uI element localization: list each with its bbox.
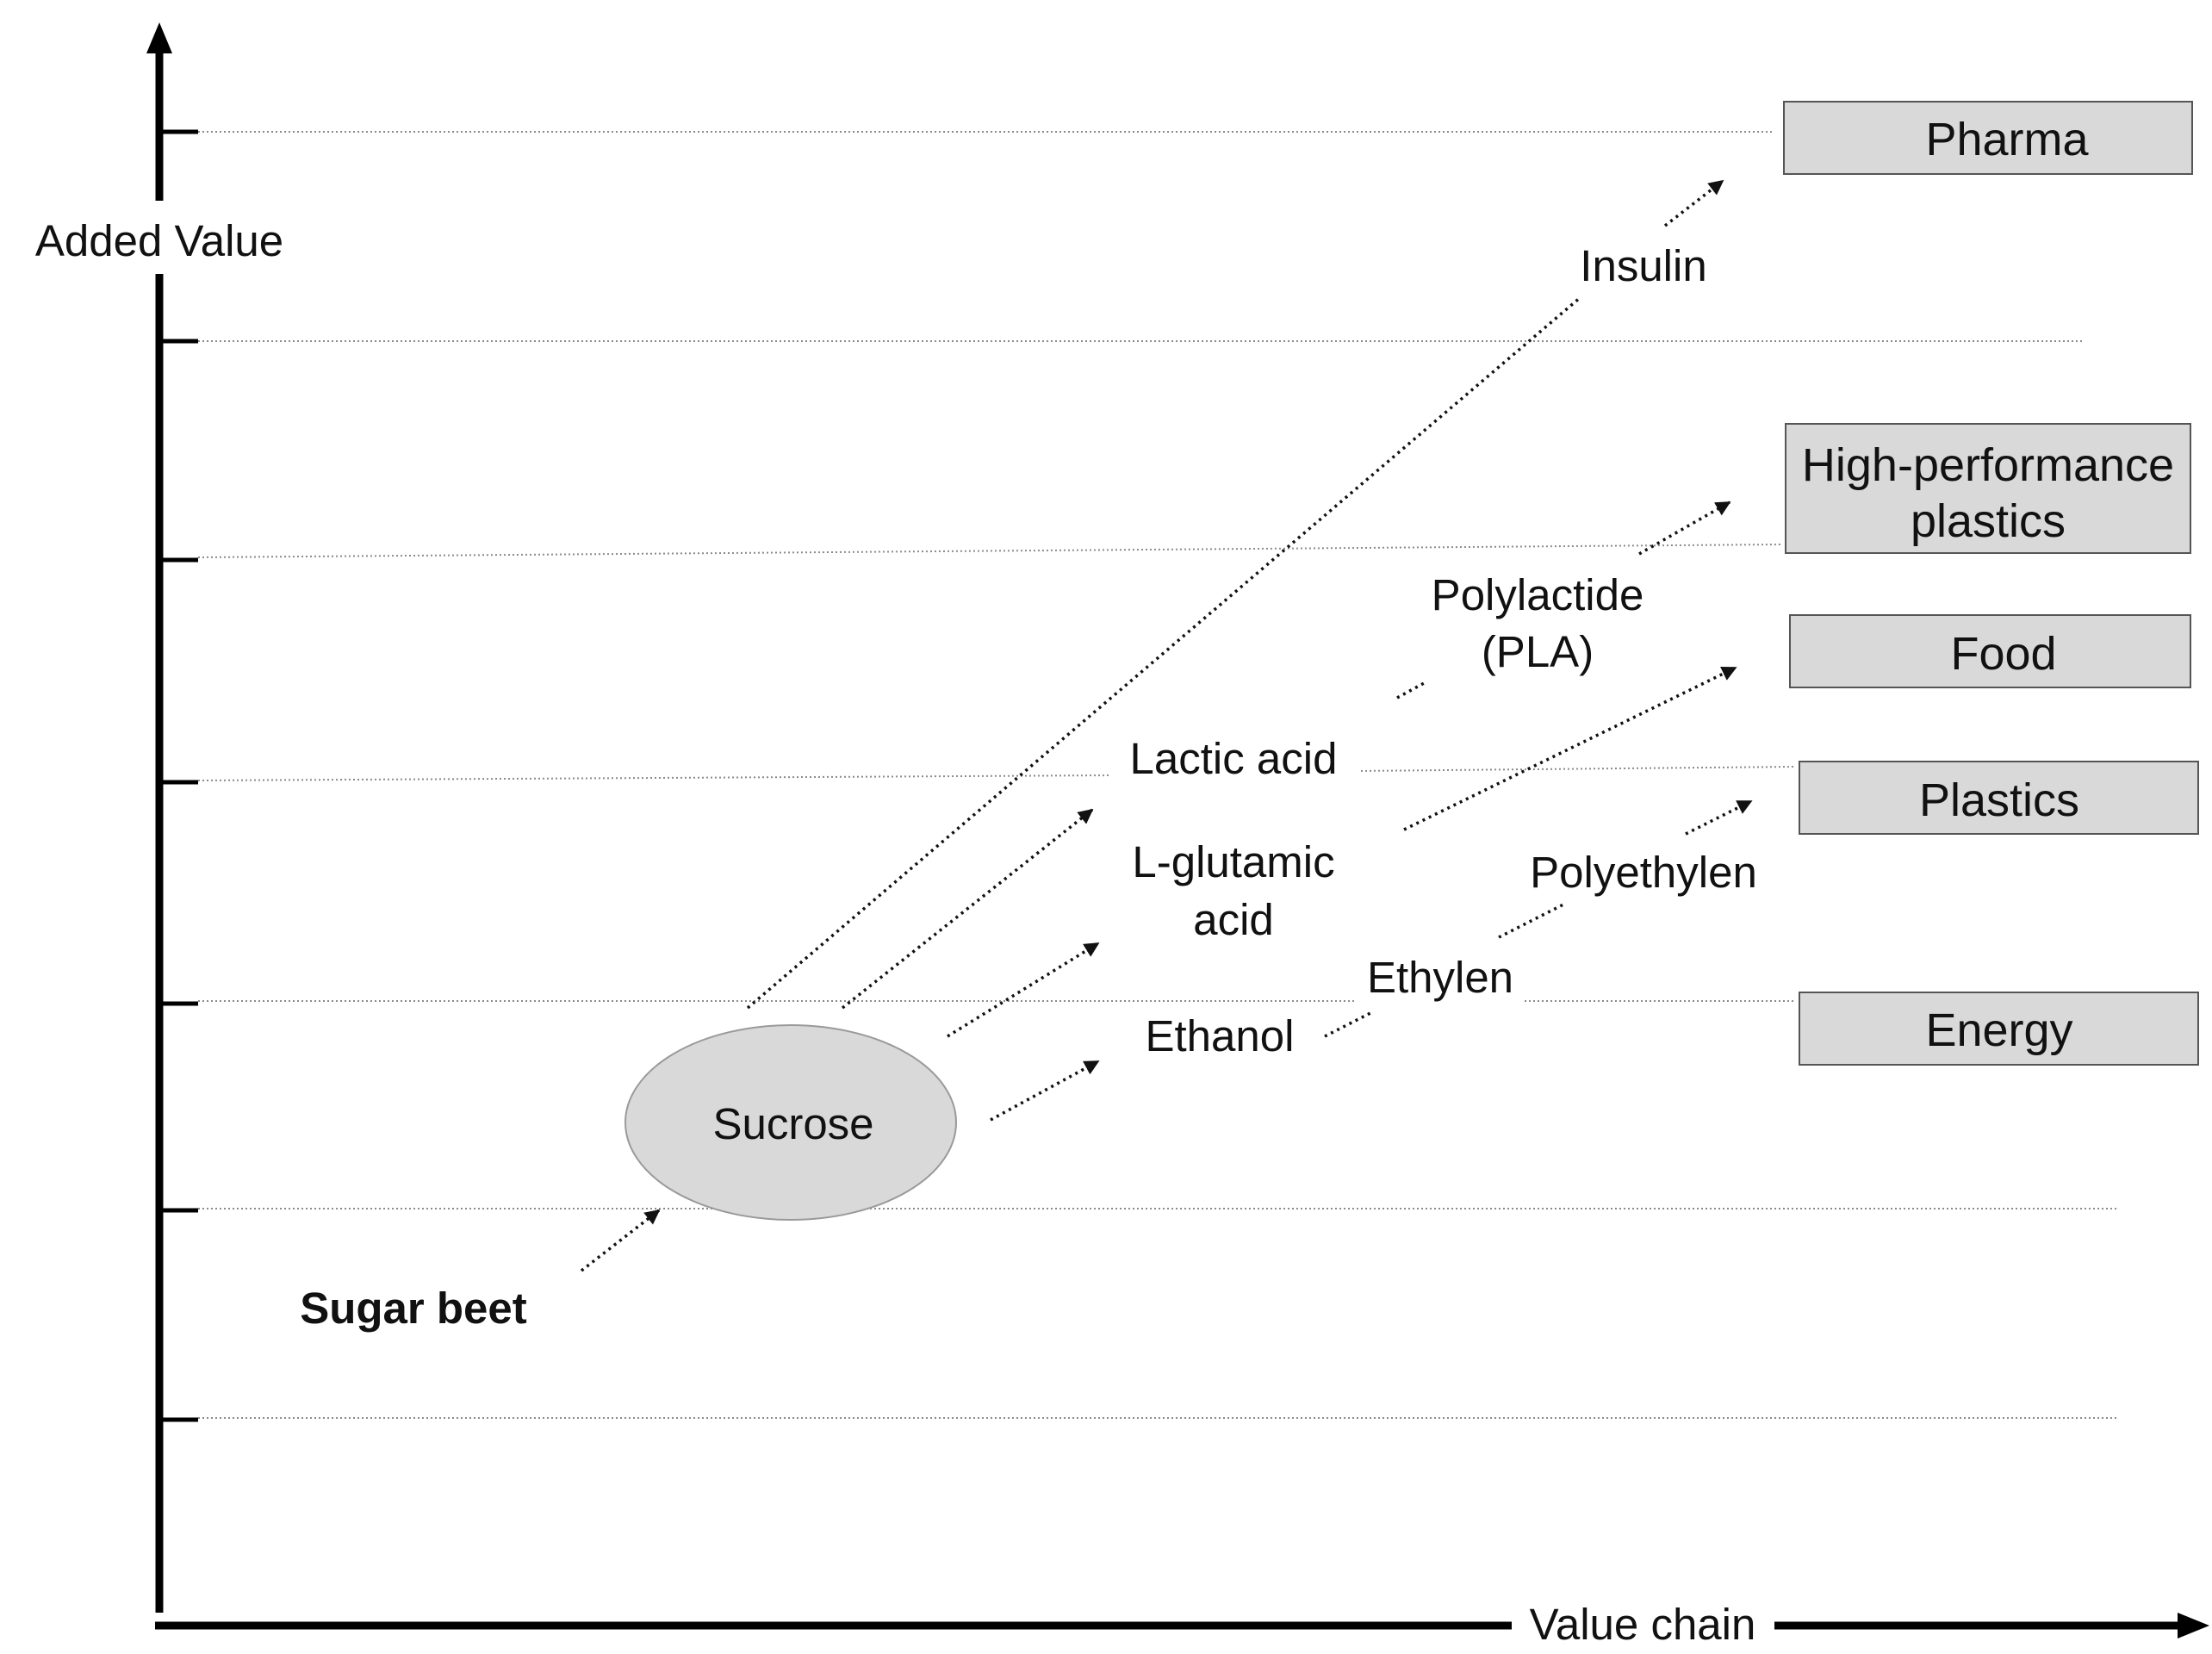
energy-label: Energy xyxy=(1925,1004,2072,1056)
arrow-sucrose-to-ethanol xyxy=(990,1060,1100,1122)
grid-line xyxy=(197,774,1116,781)
x-axis: Value chain xyxy=(155,1600,2209,1649)
plastics-label: Plastics xyxy=(1919,774,2079,826)
sucrose-label: Sucrose xyxy=(712,1099,873,1148)
arrow-pla-to-hpp xyxy=(1638,501,1731,556)
arrow-insulin-to-pharma xyxy=(1663,179,1724,227)
hpp-label-line2: plastics xyxy=(1911,495,2066,547)
arrow-sucrose-to-lactic-acid xyxy=(841,808,1094,1010)
flow-arrows xyxy=(580,179,1753,1272)
arrow-lactic-to-pla xyxy=(1396,681,1426,700)
grid-line xyxy=(1356,766,1797,772)
ethylen-label: Ethylen xyxy=(1367,953,1513,1002)
polyethylen-label: Polyethylen xyxy=(1530,848,1757,897)
energy-box: Energy xyxy=(1799,992,2199,1066)
hpp-label-line1: High-performance xyxy=(1802,439,2174,491)
pharma-box: Pharma xyxy=(1783,101,2193,175)
sugar-beet-label: Sugar beet xyxy=(300,1284,527,1333)
arrow-beet-to-sucrose xyxy=(580,1209,661,1272)
sucrose-ellipse xyxy=(624,1024,957,1221)
y-axis-label: Added Value xyxy=(35,216,283,265)
grid-lines xyxy=(197,131,2119,1419)
lactic-acid-label: Lactic acid xyxy=(1130,734,1338,783)
y-axis: Added Value xyxy=(35,22,283,1613)
arrow-ethanol-to-ethylen xyxy=(1324,1010,1373,1038)
high-performance-plastics-box: High-performance plastics xyxy=(1785,423,2191,554)
arrow-sucrose-to-glutamic xyxy=(947,942,1100,1038)
food-label: Food xyxy=(1950,628,2056,680)
x-axis-label: Value chain xyxy=(1530,1600,1756,1649)
pla-label-line1: Polylactide xyxy=(1432,570,1644,619)
end-products: Pharma High-performance plastics Food Pl… xyxy=(1783,101,2199,1066)
l-glutamic-label-line1: L-glutamic xyxy=(1132,837,1334,886)
arrow-glutamic-to-food xyxy=(1403,666,1737,831)
sucrose-node: Sucrose xyxy=(624,1024,957,1221)
grid-line xyxy=(197,544,1782,558)
intermediate-labels: Insulin Polylactide (PLA) Lactic acid L-… xyxy=(1111,233,1770,1066)
arrow-ethylen-to-polyethylen xyxy=(1498,903,1564,939)
food-box: Food xyxy=(1789,614,2191,688)
ethanol-label: Ethanol xyxy=(1146,1011,1295,1060)
insulin-label: Insulin xyxy=(1580,241,1706,290)
pla-label-line2: (PLA) xyxy=(1482,627,1594,676)
arrow-polyethylen-to-plastics xyxy=(1685,799,1753,836)
x-axis-arrowhead xyxy=(2178,1613,2209,1638)
y-axis-arrowhead xyxy=(146,22,172,53)
l-glutamic-label-line2: acid xyxy=(1193,895,1274,944)
plastics-box: Plastics xyxy=(1799,761,2199,835)
pharma-label: Pharma xyxy=(1925,114,2089,165)
